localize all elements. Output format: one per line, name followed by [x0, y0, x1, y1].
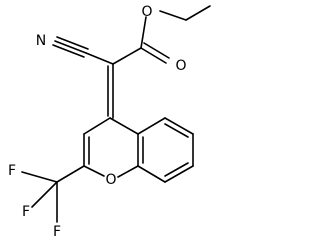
bond-c8-c8a — [137, 165, 166, 183]
bond-c7-c8-b — [164, 162, 189, 177]
bond-o-carbonyl — [140, 16, 147, 49]
bond-cf3-f1 — [21, 171, 58, 183]
bond-c7-c8-a — [164, 165, 194, 183]
bond-c4a-c5 — [137, 117, 166, 135]
bond-cf3-f2 — [31, 181, 58, 208]
bond-c2-o1 — [83, 165, 105, 177]
bond-nitrile-triple-3 — [52, 44, 85, 58]
atom-label-fluorine-3: F — [53, 224, 61, 240]
atom-label-ring-oxygen: O — [105, 172, 116, 188]
bond-carbonyl-central — [112, 47, 142, 65]
bond-c5-c6-b — [164, 123, 189, 138]
atom-label-carbonyl-oxygen: O — [175, 58, 186, 74]
bond-o1-c8a — [117, 165, 139, 178]
bond-nitrile-triple-1 — [54, 40, 87, 54]
bond-ethyl-ch2-o — [159, 10, 187, 21]
bond-carbonyl-double-b — [143, 42, 170, 59]
structure-diagram: O O N O F F F — [8, 4, 211, 240]
bond-c5-c6-a — [164, 117, 194, 135]
bond-c2-cf3 — [56, 165, 85, 183]
atom-label-nitrile-nitrogen: N — [36, 33, 46, 49]
molecule-svg: O O N O F F F — [8, 4, 211, 240]
atom-label-ester-oxygen: O — [141, 4, 152, 20]
bond-central-nitrile — [85, 52, 114, 65]
bond-carbonyl-double-a — [140, 47, 167, 64]
atom-label-fluorine-1: F — [8, 163, 16, 179]
bond-c4-c3 — [83, 117, 111, 135]
bond-ethyl-ch3 — [185, 5, 211, 21]
atom-label-fluorine-2: F — [22, 204, 30, 220]
bond-c4a-c4 — [109, 117, 139, 135]
bond-nitrile-triple-2 — [56, 36, 89, 50]
